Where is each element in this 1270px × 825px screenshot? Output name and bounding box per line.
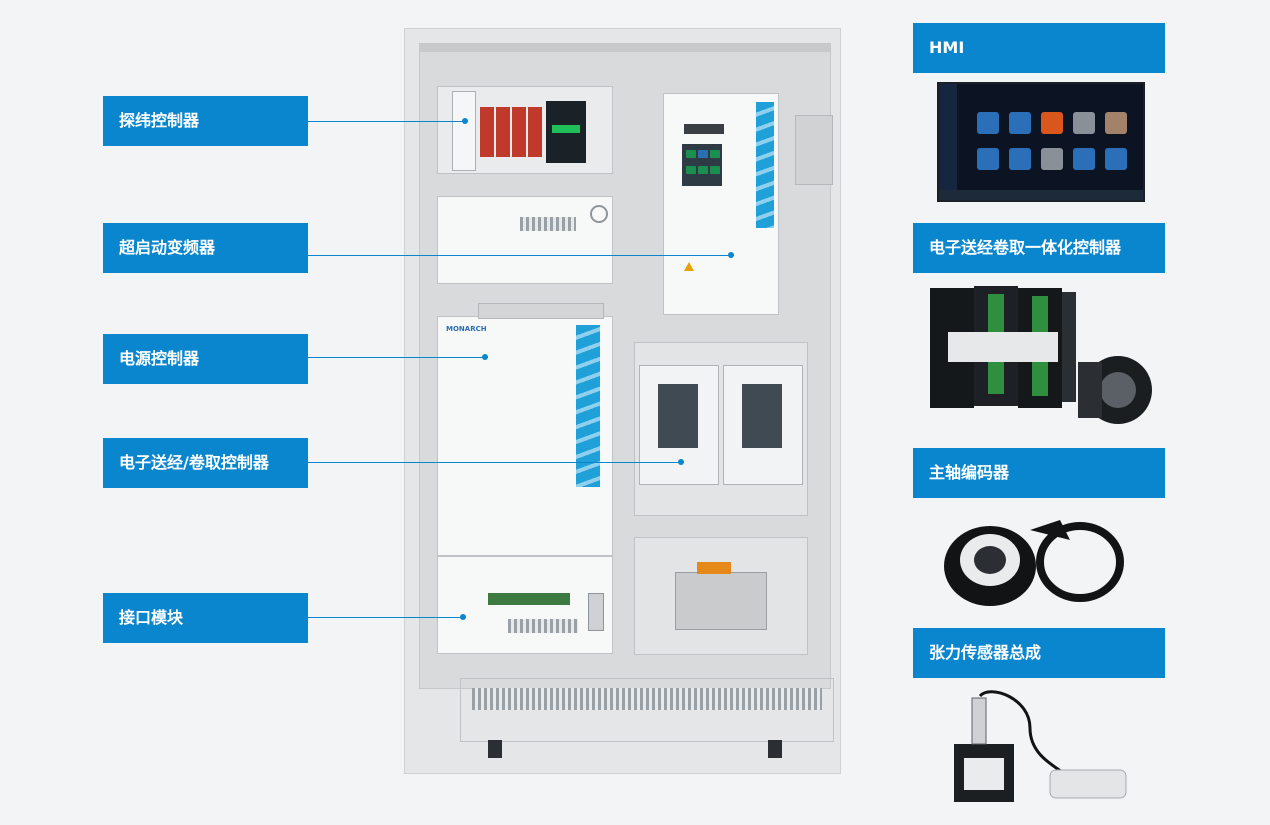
cabinet-side-door [795, 115, 833, 185]
bottom-terminal-rail [472, 688, 822, 710]
spindle-encoder-image [944, 520, 1124, 606]
label-hmi: HMI [913, 23, 1165, 73]
label-interface-module: 接口模块 [103, 593, 308, 643]
servo-drive-2 [723, 365, 803, 485]
leader-inverter [308, 255, 734, 256]
integrated-controller-image [930, 286, 1152, 424]
foot-right [768, 740, 782, 758]
label-power-controller: 电源控制器 [103, 334, 308, 384]
brand-mark: MONARCH [446, 325, 487, 333]
hmi-screen-image [937, 82, 1145, 202]
label-spindle-encoder: 主轴编码器 [913, 448, 1165, 498]
servo-drive-bay [634, 342, 808, 516]
label-let-off-take-up-controller: 电子送经/卷取控制器 [103, 438, 308, 488]
leader-interface [308, 617, 466, 618]
bottom-tray [460, 678, 834, 742]
dot-interface [460, 614, 466, 620]
leader-power [308, 357, 488, 358]
foot-left [488, 740, 502, 758]
dot-servo [678, 459, 684, 465]
interface-module [437, 556, 613, 654]
leader-weft [308, 121, 468, 122]
servo-drive-1 [639, 365, 719, 485]
transformer-bay [634, 537, 808, 655]
super-start-inverter-module [437, 196, 613, 284]
label-weft-controller: 探纬控制器 [103, 96, 308, 146]
inverter-unit [663, 93, 779, 315]
weft-controller-module [437, 86, 613, 174]
dot-power [482, 354, 488, 360]
top-rail [420, 44, 830, 52]
tension-sensor-image [954, 690, 1127, 802]
power-controller-module: MONARCH [437, 303, 613, 556]
dot-inverter [728, 252, 734, 258]
label-integrated-controller: 电子送经卷取一体化控制器 [913, 223, 1165, 273]
label-tension-sensor-assembly: 张力传感器总成 [913, 628, 1165, 678]
dot-weft [462, 118, 468, 124]
label-super-start-inverter: 超启动变频器 [103, 223, 308, 273]
leader-servo [308, 462, 684, 463]
